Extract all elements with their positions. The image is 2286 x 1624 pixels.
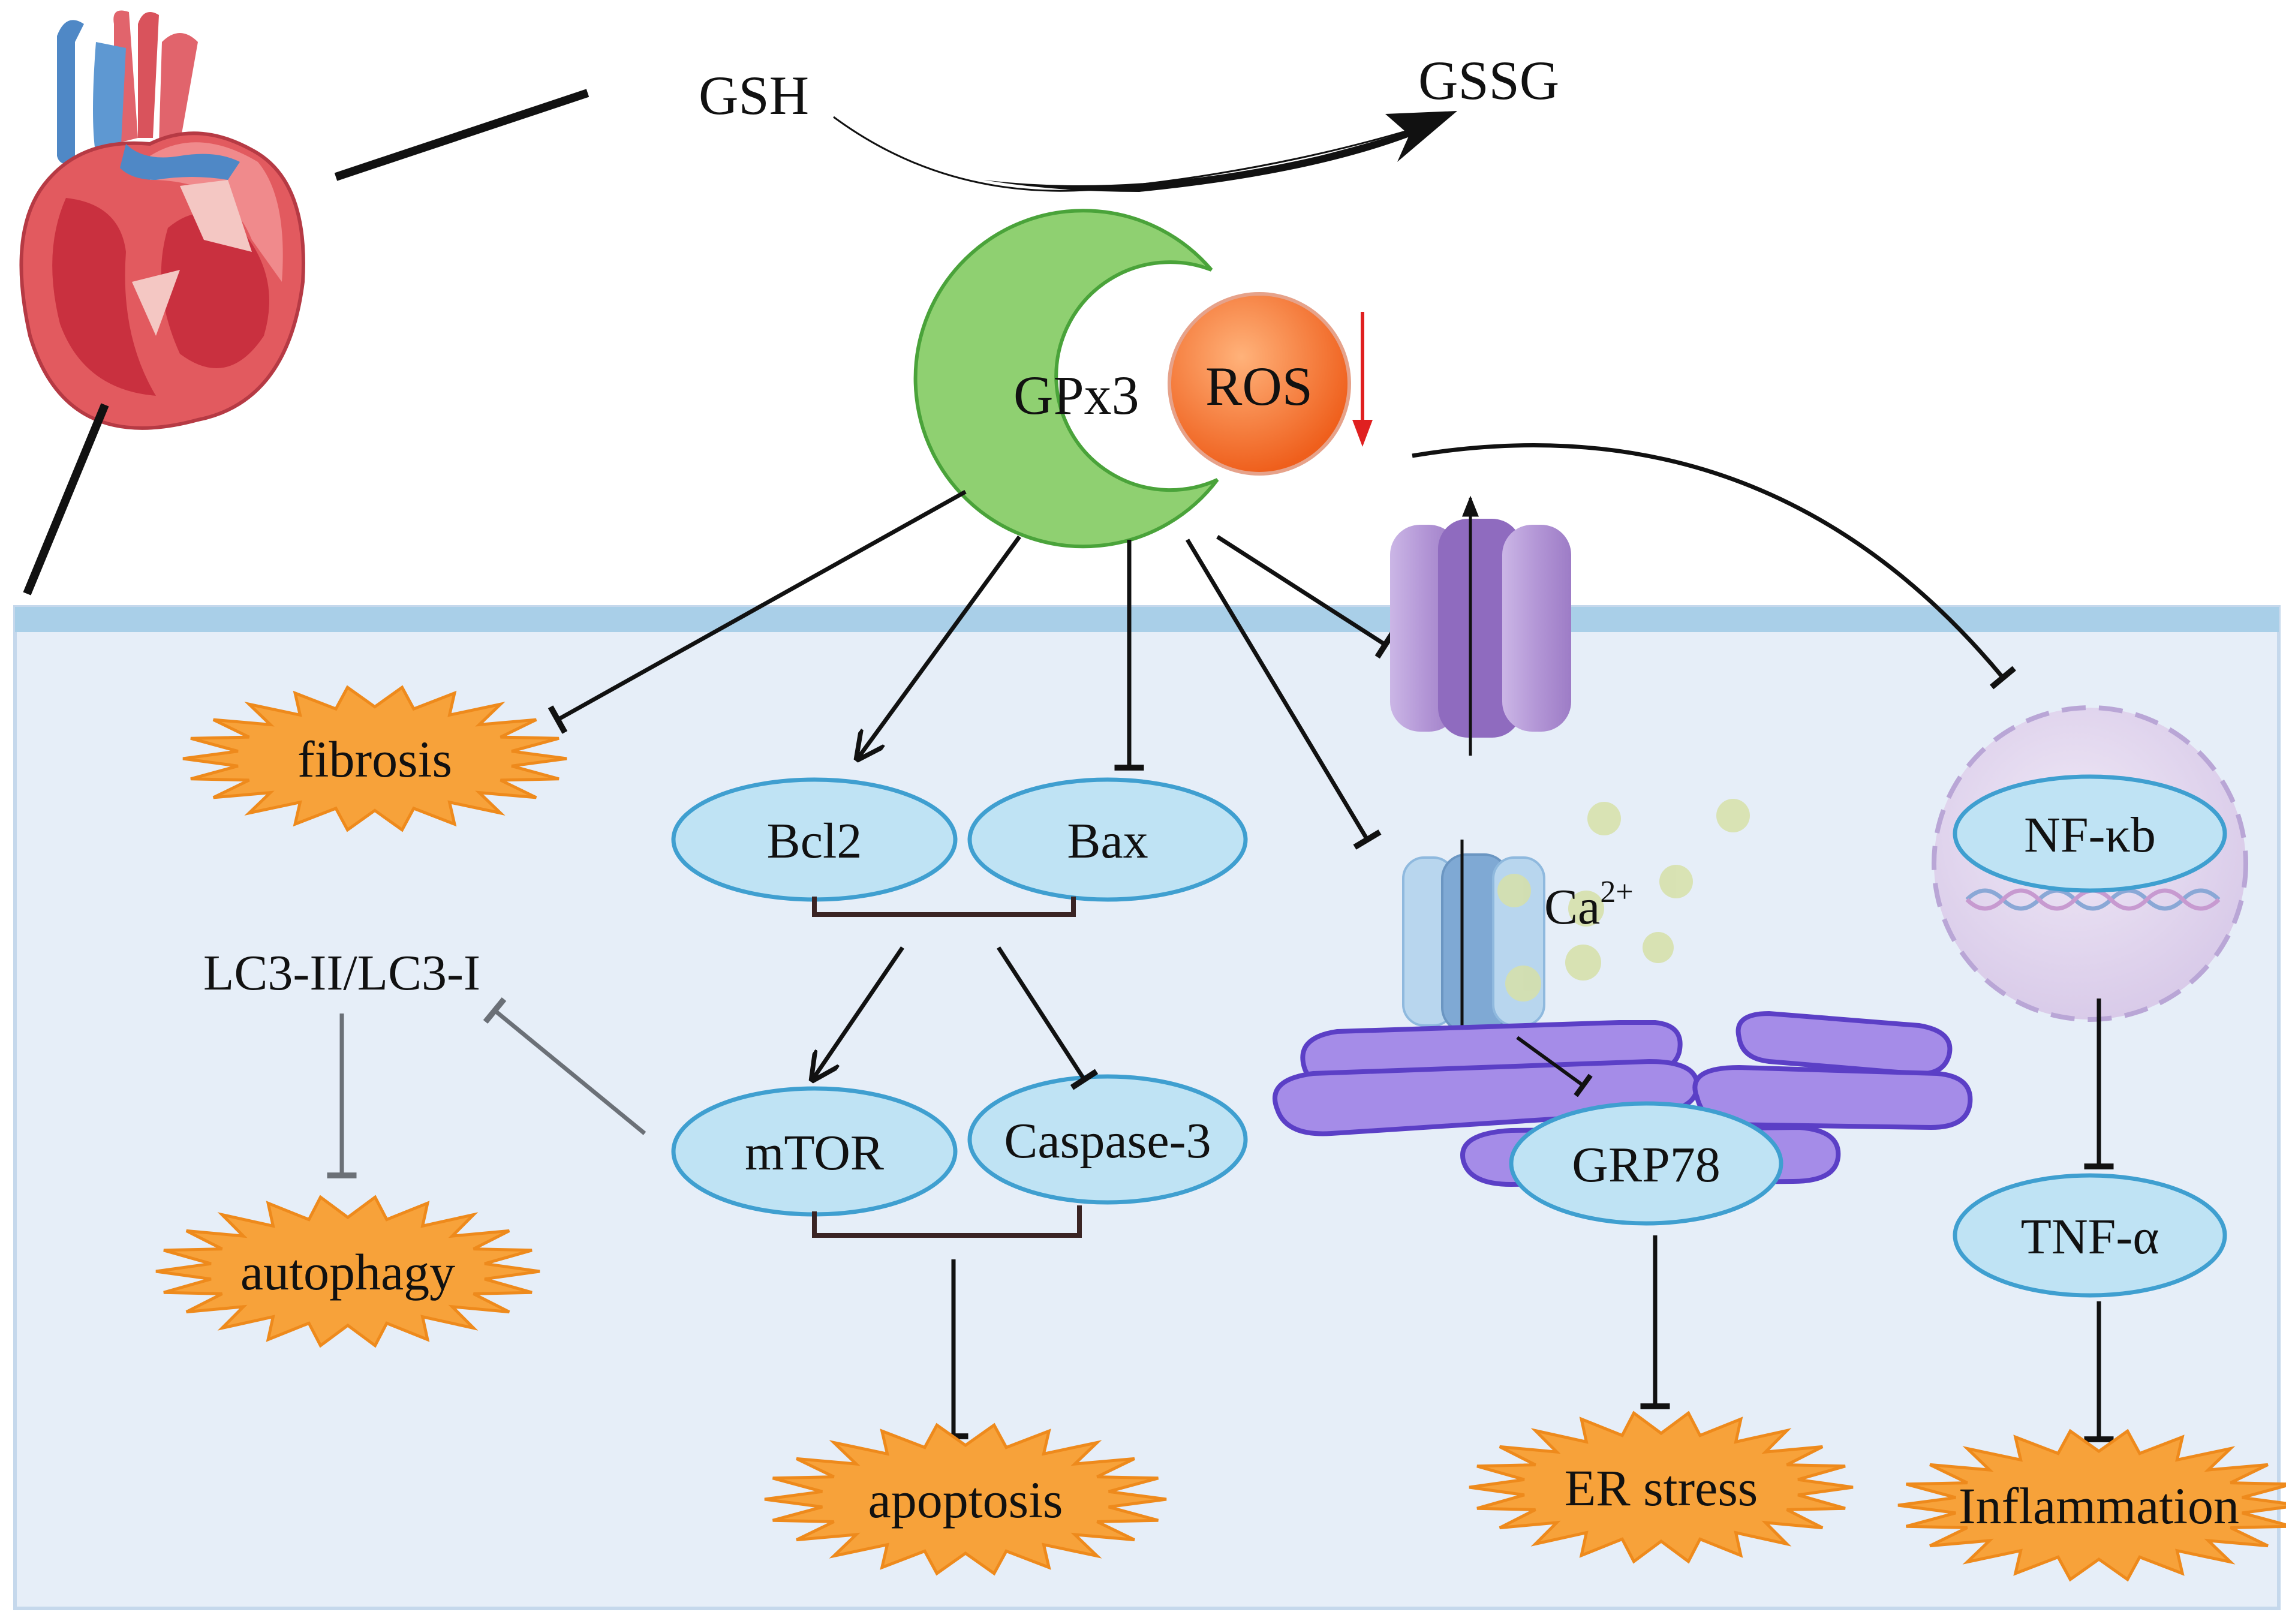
svg-text:GRP78: GRP78 xyxy=(1572,1137,1720,1193)
gsh-label: GSH xyxy=(699,65,809,126)
svg-text:apoptosis: apoptosis xyxy=(868,1471,1063,1529)
membrane-channel xyxy=(1390,495,1571,756)
heart-zoom-line-top xyxy=(334,89,589,181)
calcium-ions xyxy=(1497,799,1750,1002)
burst-inflammation: Inflammation xyxy=(1897,1428,2286,1582)
ros-inhibits-nfkb xyxy=(1412,443,2016,690)
node-grp78: GRP78 xyxy=(1509,1101,1783,1226)
node-nfkb: NF-κb xyxy=(1953,774,2227,893)
bracket-inhibits-caspase3 xyxy=(997,946,1099,1090)
calcium-ion xyxy=(1643,932,1674,963)
burst-er-stress: ER stress xyxy=(1469,1411,1854,1564)
calcium-ion xyxy=(1568,891,1604,927)
node-bax: Bax xyxy=(967,777,1248,902)
node-bcl2: Bcl2 xyxy=(671,777,958,902)
gssg-label: GSSG xyxy=(1418,50,1559,111)
gpx3-activates-bcl2 xyxy=(858,535,1021,759)
svg-text:mTOR: mTOR xyxy=(745,1125,884,1181)
svg-text:autophagy: autophagy xyxy=(240,1243,455,1301)
ros-molecule: ROS xyxy=(1168,292,1351,476)
bcl2-bax-bracket xyxy=(812,897,1076,917)
gpx3-inhibits-channel xyxy=(1216,535,1396,659)
svg-text:TNF-α: TNF-α xyxy=(2021,1209,2159,1265)
er-calcium-channel xyxy=(1402,840,1545,1106)
svg-text:Bax: Bax xyxy=(1067,813,1148,869)
node-mtor: mTOR xyxy=(671,1086,958,1217)
gpx3-enzyme: GPx3 xyxy=(913,209,1219,549)
mtor-caspase-bracket xyxy=(812,1205,1082,1238)
calcium-ion xyxy=(1659,865,1693,898)
burst-apoptosis: apoptosis xyxy=(764,1422,1167,1576)
calcium-label: Ca2+ xyxy=(1544,875,1634,935)
cell-membrane xyxy=(15,607,2279,632)
calcium-inhibits-grp78 xyxy=(1516,1036,1593,1097)
node-tnfa: TNF-α xyxy=(1953,1173,2227,1298)
calcium-ion xyxy=(1716,799,1750,832)
calcium-charge: 2+ xyxy=(1600,875,1633,909)
calcium-ion xyxy=(1505,966,1541,1002)
gpx3-inhibits-er xyxy=(1185,539,1382,850)
node-caspase3: Caspase-3 xyxy=(967,1074,1248,1205)
bracket-to-mtor xyxy=(813,946,904,1079)
calcium-ion xyxy=(1587,802,1621,835)
svg-text:fibrosis: fibrosis xyxy=(297,730,452,788)
svg-text:Inflammation: Inflammation xyxy=(1959,1477,2239,1535)
heart-icon xyxy=(19,10,305,430)
dna-icon xyxy=(1965,888,2221,911)
ros-decrease-arrow-icon xyxy=(1352,312,1373,447)
mtor-inhibits-lc3 xyxy=(483,997,646,1135)
gpx3-label: GPx3 xyxy=(1013,365,1139,426)
svg-text:Bcl2: Bcl2 xyxy=(767,813,862,869)
ros-label: ROS xyxy=(1205,356,1313,417)
gssg-arrowhead xyxy=(1385,111,1457,162)
burst-autophagy: autophagy xyxy=(155,1195,540,1348)
svg-text:Caspase-3: Caspase-3 xyxy=(1004,1113,1211,1169)
gpx3-inhibits-fibrosis xyxy=(548,489,967,734)
calcium-ion xyxy=(1497,874,1531,907)
burst-fibrosis: fibrosis xyxy=(182,685,567,832)
svg-text:ER stress: ER stress xyxy=(1565,1459,1758,1517)
node-lc3: LC3-II/LC3-I xyxy=(203,945,480,1001)
svg-text:NF-κb: NF-κb xyxy=(2024,807,2156,863)
heart-zoom-line-left xyxy=(23,403,109,596)
calcium-ion xyxy=(1565,945,1601,981)
